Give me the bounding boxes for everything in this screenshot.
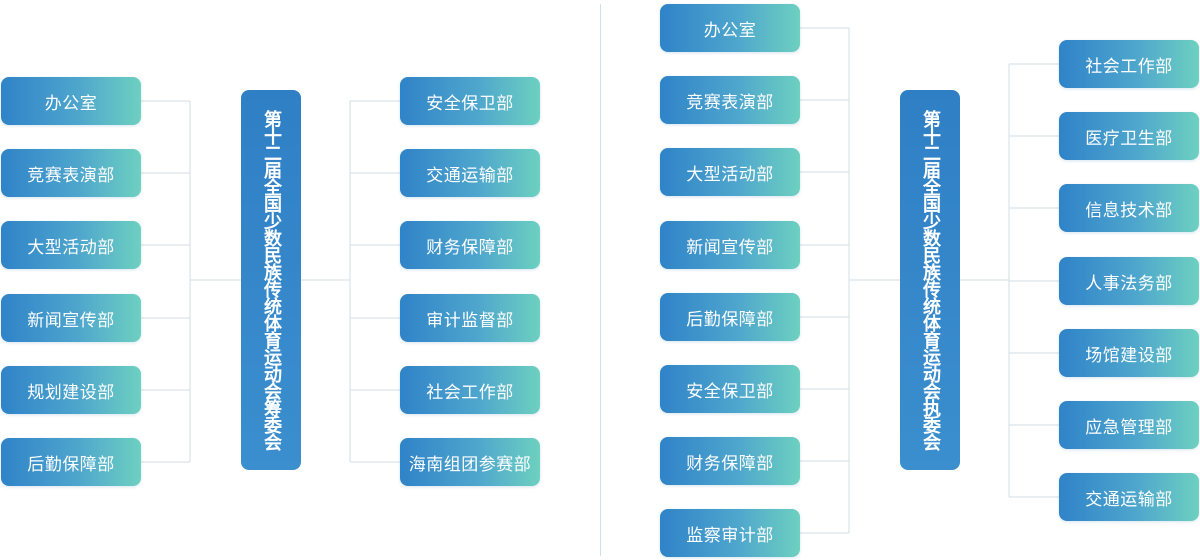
org-node-right-right-2[interactable]: 信息技术部 — [1059, 184, 1199, 232]
org-node-left-right-4[interactable]: 社会工作部 — [400, 366, 540, 414]
org-node-left-left-5[interactable]: 后勤保障部 — [1, 438, 141, 486]
center-node-executive-committee[interactable]: 第十二届全国少数民族传统体育运动会执委会 — [900, 90, 960, 470]
org-node-right-left-1[interactable]: 竞赛表演部 — [660, 76, 800, 124]
section-divider — [600, 4, 601, 556]
org-node-left-right-3[interactable]: 审计监督部 — [400, 294, 540, 342]
org-node-left-left-1[interactable]: 竞赛表演部 — [1, 149, 141, 197]
org-node-right-left-7[interactable]: 监察审计部 — [660, 509, 800, 557]
center-node-preparatory-committee[interactable]: 第十二届全国少数民族传统体育运动会筹委会 — [241, 90, 301, 470]
org-node-right-right-5[interactable]: 应急管理部 — [1059, 401, 1199, 449]
org-node-left-right-2[interactable]: 财务保障部 — [400, 221, 540, 269]
org-node-left-right-0[interactable]: 安全保卫部 — [400, 77, 540, 125]
org-node-left-left-2[interactable]: 大型活动部 — [1, 221, 141, 269]
org-node-right-right-4[interactable]: 场馆建设部 — [1059, 329, 1199, 377]
org-node-right-left-5[interactable]: 安全保卫部 — [660, 365, 800, 413]
org-node-right-right-3[interactable]: 人事法务部 — [1059, 257, 1199, 305]
org-node-right-right-6[interactable]: 交通运输部 — [1059, 473, 1199, 521]
org-node-left-left-4[interactable]: 规划建设部 — [1, 366, 141, 414]
org-node-right-left-4[interactable]: 后勤保障部 — [660, 293, 800, 341]
org-node-right-left-0[interactable]: 办公室 — [660, 4, 800, 52]
org-node-left-right-1[interactable]: 交通运输部 — [400, 149, 540, 197]
org-node-right-right-1[interactable]: 医疗卫生部 — [1059, 112, 1199, 160]
org-node-left-left-0[interactable]: 办公室 — [1, 77, 141, 125]
org-node-left-left-3[interactable]: 新闻宣传部 — [1, 294, 141, 342]
org-node-right-right-0[interactable]: 社会工作部 — [1059, 40, 1199, 88]
org-node-right-left-6[interactable]: 财务保障部 — [660, 437, 800, 485]
org-node-right-left-3[interactable]: 新闻宣传部 — [660, 221, 800, 269]
org-node-right-left-2[interactable]: 大型活动部 — [660, 148, 800, 196]
org-node-left-right-5[interactable]: 海南组团参赛部 — [400, 438, 540, 486]
